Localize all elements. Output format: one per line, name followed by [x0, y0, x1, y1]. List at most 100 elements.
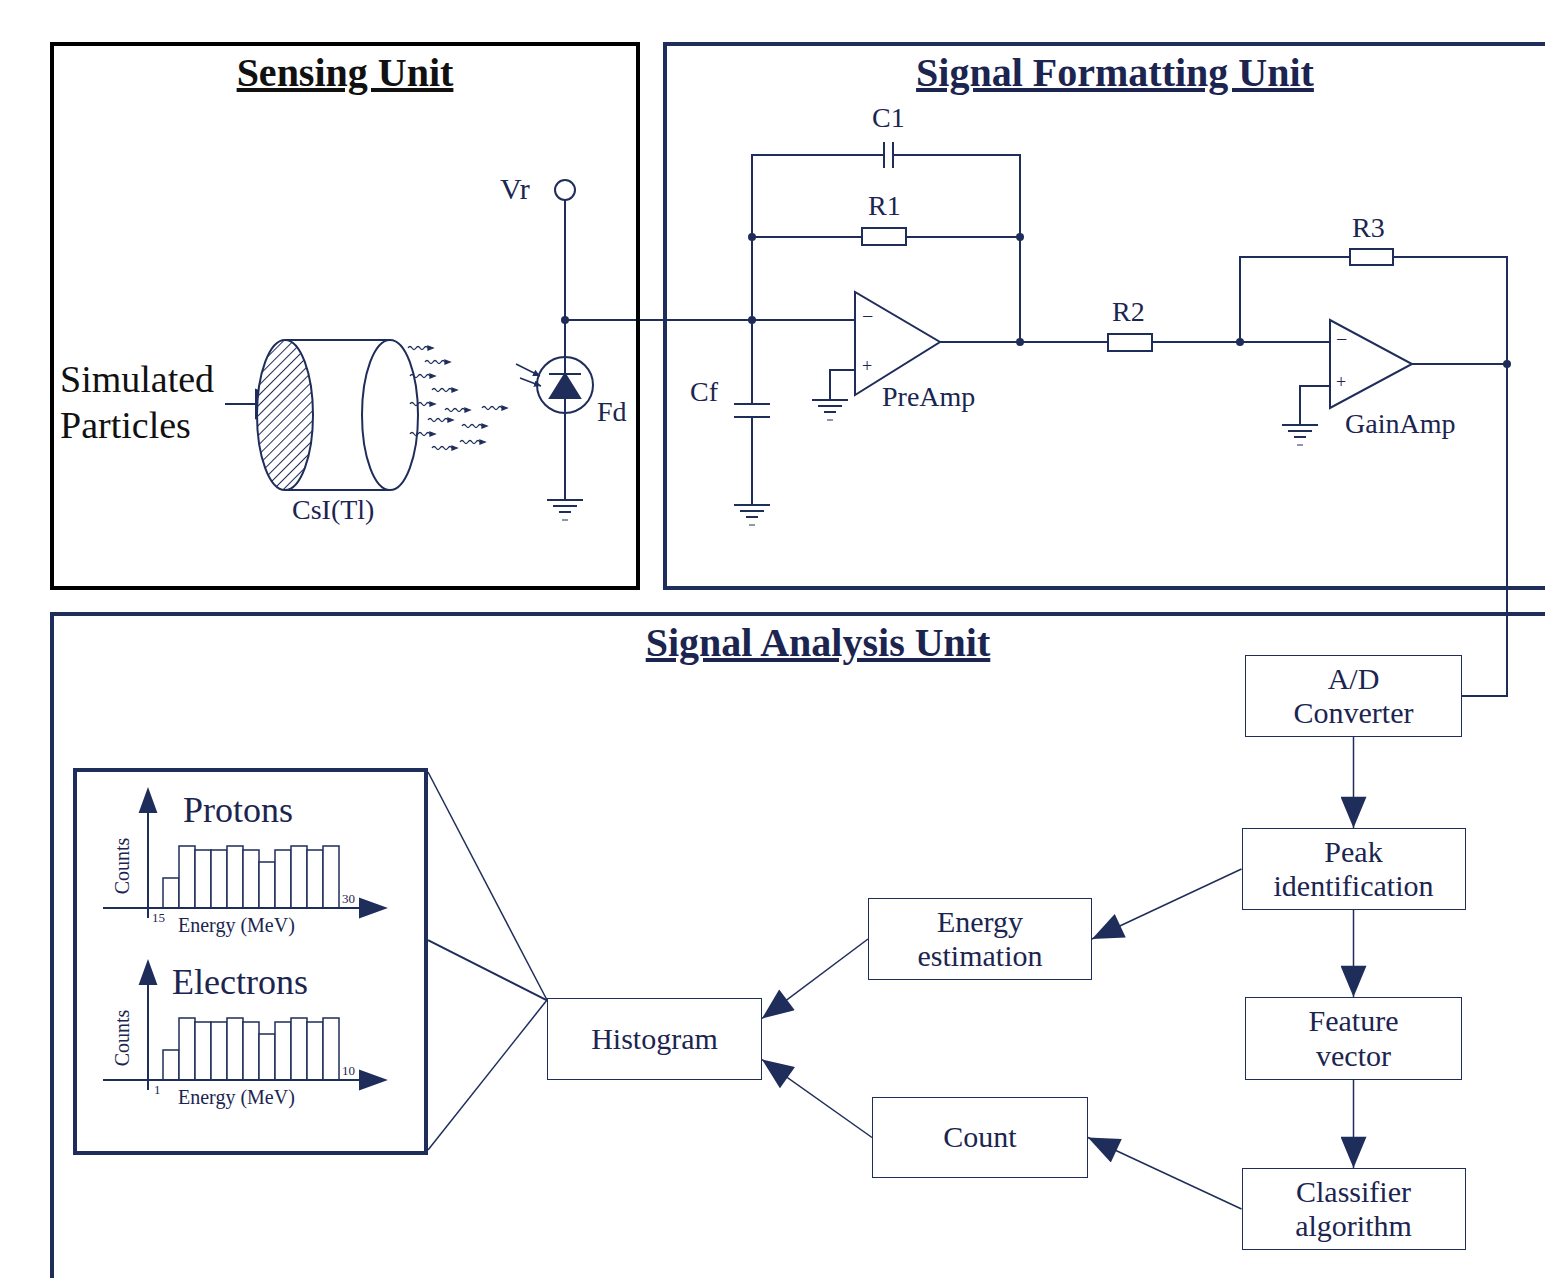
flow-arrow	[1353, 910, 1355, 997]
axis-label: Counts	[111, 1010, 134, 1067]
text-holder: Signal Formatting Unit	[905, 50, 1325, 96]
light-ray	[460, 441, 480, 444]
axis-label: Counts	[111, 838, 134, 895]
pin-sign: +	[1336, 372, 1346, 393]
chart-title: Protons	[183, 790, 293, 831]
light-ray	[428, 346, 433, 350]
text-holder: GainAmp	[1345, 408, 1455, 440]
component-label: R2	[1112, 296, 1145, 328]
histogram-chart	[147, 810, 149, 918]
histogram-fan-line	[428, 1000, 547, 1150]
junction-dot	[748, 316, 756, 324]
histogram-chart	[291, 1018, 307, 1080]
text-holder: Vr	[500, 172, 530, 207]
ground-symbol	[562, 520, 568, 521]
ground-symbol	[559, 511, 571, 513]
flow-arrow	[1088, 1138, 1242, 1210]
histogram-chart	[195, 1022, 211, 1080]
photodiode-symbol	[516, 357, 593, 413]
histogram-chart	[243, 1022, 259, 1080]
histogram-fan-line	[428, 772, 547, 1000]
text-holder: 10	[342, 1064, 355, 1079]
capacitor-symbol	[734, 403, 770, 405]
text-holder: Simulated Particles	[60, 356, 250, 449]
light-ray	[410, 433, 430, 436]
text-holder: R3	[1352, 212, 1385, 244]
light-ray	[432, 447, 452, 450]
capacitor-symbol	[892, 142, 894, 168]
light-ray	[482, 407, 502, 410]
light-ray	[482, 424, 487, 428]
text-holder: Energy (MeV)	[178, 914, 295, 937]
csi-crystal	[362, 340, 418, 490]
histogram-chart	[275, 850, 291, 908]
text-holder: Energy (MeV)	[178, 1086, 295, 1109]
histogram-chart	[307, 1022, 323, 1080]
wire	[906, 236, 1020, 238]
wire	[565, 319, 855, 321]
junction-dot	[1503, 360, 1511, 368]
tick-label: 10	[342, 1064, 355, 1079]
junction-dot	[1016, 338, 1024, 346]
histogram-chart	[227, 1018, 243, 1080]
tick-label: 15	[152, 911, 165, 926]
wire	[830, 370, 855, 400]
wire	[555, 180, 575, 200]
axis-label: Energy (MeV)	[178, 914, 295, 937]
wire	[1412, 363, 1507, 365]
text-holder: CsI(Tl)	[292, 494, 374, 526]
histogram-chart	[243, 850, 259, 908]
histogram-chart	[360, 1071, 385, 1089]
csi-crystal	[257, 340, 313, 490]
ground-symbol	[547, 499, 583, 501]
panel-title: Signal Formatting Unit	[916, 50, 1314, 96]
light-ray	[430, 402, 435, 406]
flow-arrow	[762, 939, 868, 1019]
histogram-chart	[211, 1022, 227, 1080]
wire	[564, 413, 566, 500]
junction-dot	[561, 233, 1511, 368]
text-holder: R2	[1112, 296, 1145, 328]
box-label: Classifier algorithm	[1254, 1175, 1454, 1244]
box-label: Count	[943, 1120, 1016, 1155]
text-holder: 30	[342, 892, 355, 907]
photodiode-symbol	[520, 378, 541, 386]
component-label: C1	[872, 102, 905, 134]
component-label: GainAmp	[1345, 408, 1455, 440]
histogram-chart	[140, 790, 156, 812]
capacitor-symbol	[734, 142, 893, 417]
histogram-chart	[147, 982, 149, 1090]
process-box: Energy estimation	[868, 898, 1092, 980]
histogram-chart	[103, 907, 362, 909]
light-ray	[430, 374, 435, 378]
box-label: Histogram	[591, 1022, 718, 1057]
text-holder: +	[1336, 372, 1346, 393]
ground-symbol	[749, 525, 755, 526]
component-label: Fd	[597, 396, 627, 428]
text-holder: 1	[154, 1083, 161, 1098]
histogram-chart	[323, 1018, 339, 1080]
ground-symbol	[1282, 424, 1318, 426]
text-holder: R1	[868, 190, 901, 222]
box-label: Peak identification	[1254, 835, 1454, 904]
capacitor-symbol	[734, 416, 770, 418]
ground-symbol	[818, 405, 842, 407]
ground-symbol	[1288, 430, 1312, 432]
junction-dot	[748, 233, 756, 241]
panel-title: Sensing Unit	[237, 50, 454, 96]
junction-dot	[561, 316, 569, 324]
particle-label: Simulated Particles	[60, 356, 250, 449]
text-holder: C1	[872, 102, 905, 134]
tick-label: 30	[342, 892, 355, 907]
csi-crystal	[285, 339, 390, 341]
ground-symbol	[1297, 445, 1303, 446]
wire	[564, 200, 566, 357]
text-holder: −	[1336, 328, 1347, 351]
light-ray	[425, 361, 445, 364]
resistor-symbol	[862, 228, 906, 245]
text-holder: Cf	[690, 376, 718, 408]
csi-crystal	[257, 340, 418, 490]
light-ray	[430, 432, 435, 436]
light-ray	[452, 388, 457, 392]
light-ray	[432, 389, 452, 392]
